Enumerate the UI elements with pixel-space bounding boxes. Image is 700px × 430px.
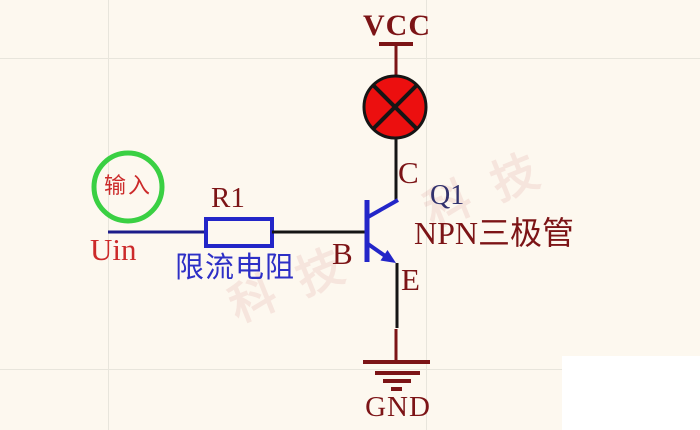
transistor-ref-label: Q1 [430,180,465,211]
lamp-icon [362,74,428,140]
transistor-emitter-arrow [380,250,396,263]
ground-icon [363,329,430,391]
transistor-type-label: NPN三极管 [414,215,575,251]
gnd-label: GND [365,391,431,423]
resistor-description-label: 限流电阻 [175,252,296,284]
vcc-label: VCC [363,9,431,42]
resistor-body [204,217,274,248]
grid-line-vertical [426,0,427,430]
grid-line-horizontal [0,369,700,370]
transistor-collector-lead [367,198,399,219]
vcc-power-icon [379,42,413,78]
input-signal-label: Uin [90,232,137,267]
npn-transistor-icon [364,198,399,263]
input-annotation-label: 输入 [103,173,152,198]
resistor-ref-label: R1 [211,182,245,214]
grid-line-horizontal [0,58,700,59]
collector-label: C [398,155,419,190]
base-label: B [332,236,353,271]
input-highlight-circle [91,150,165,224]
emitter-label: E [401,262,420,297]
lamp-cross-stroke [371,83,419,131]
white-patch [562,356,700,430]
